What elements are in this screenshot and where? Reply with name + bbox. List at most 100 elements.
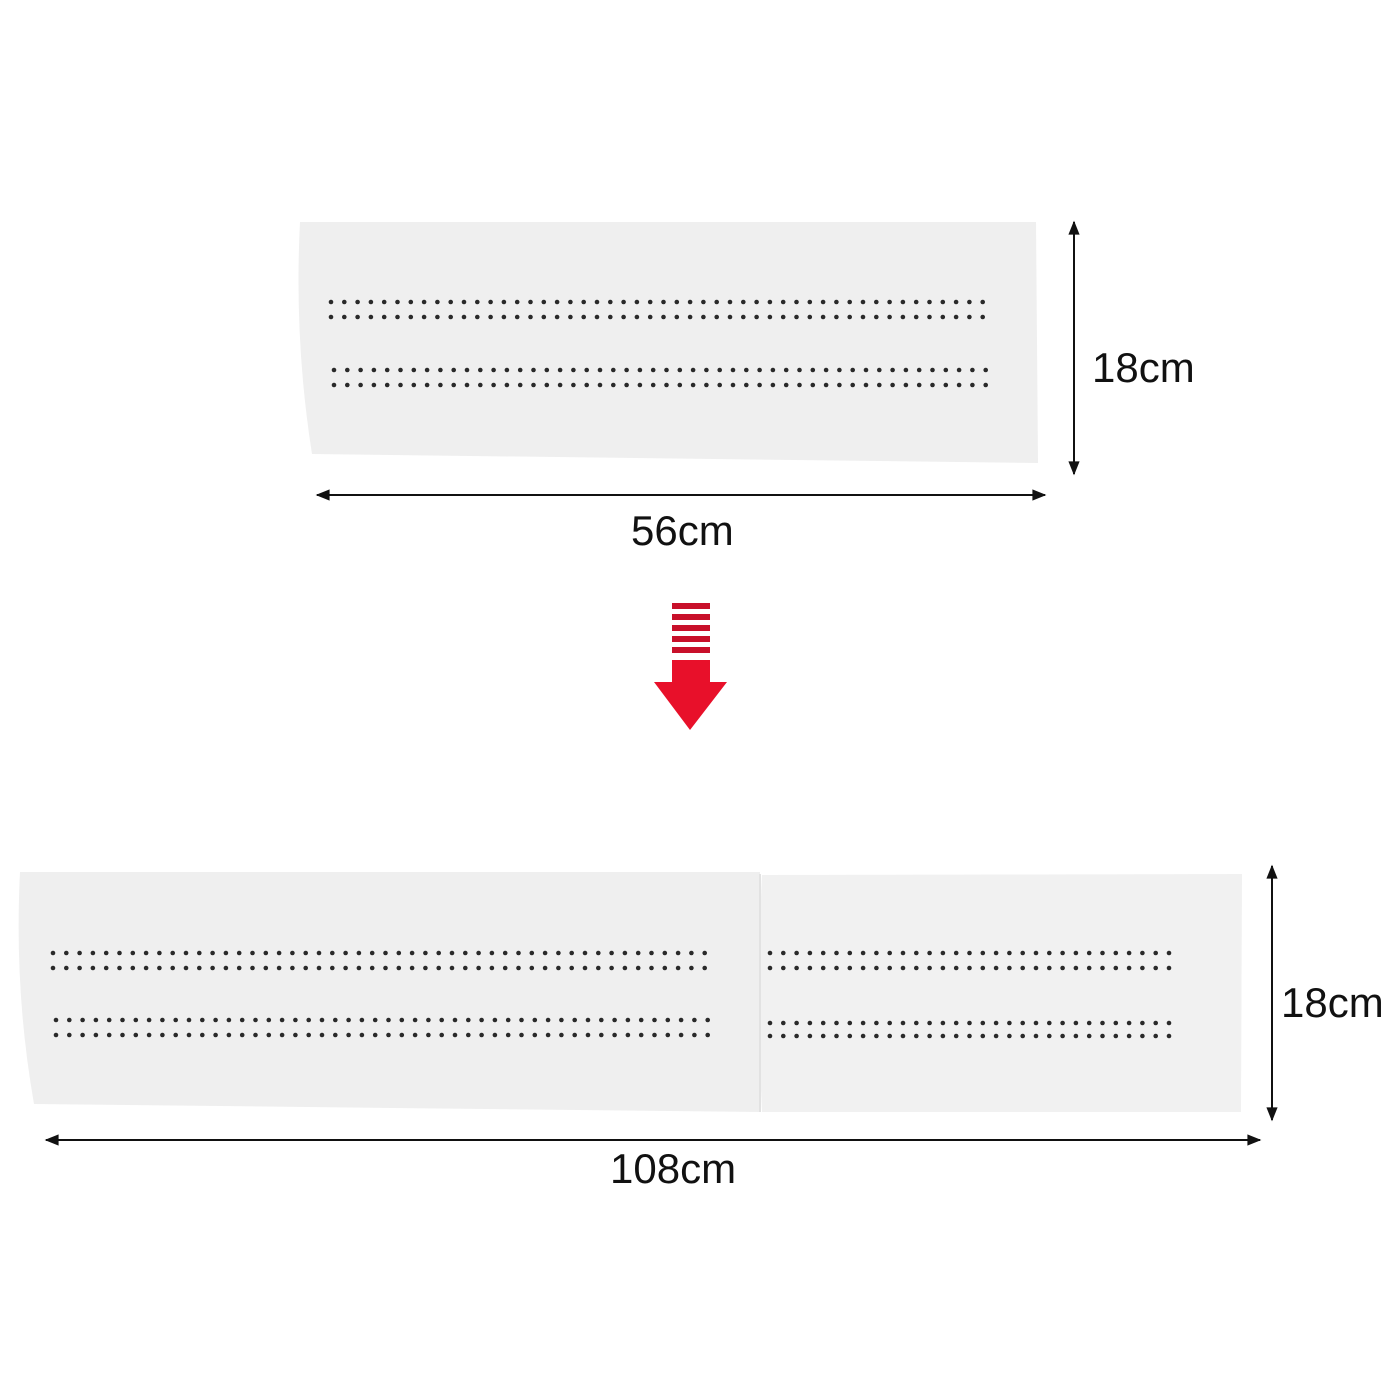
vent-hole	[652, 1032, 657, 1038]
vent-hole	[504, 367, 510, 373]
vent-hole	[517, 382, 523, 388]
vent-hole	[93, 1032, 99, 1038]
vent-hole	[794, 950, 799, 956]
vent-hole	[514, 314, 520, 320]
vent-hole	[1113, 1020, 1119, 1026]
vent-hole	[624, 367, 629, 373]
vent-hole	[625, 1032, 631, 1038]
vent-hole	[687, 299, 693, 305]
vent-hole	[650, 367, 656, 373]
vent-hole	[571, 367, 576, 373]
vent-hole	[1140, 1020, 1145, 1026]
vent-hole	[359, 1032, 365, 1038]
vent-hole	[807, 965, 813, 971]
vent-hole	[504, 382, 510, 388]
vent-hole	[160, 1032, 165, 1038]
vent-hole	[834, 314, 839, 320]
vent-hole	[316, 965, 322, 971]
vent-hole	[1060, 1020, 1065, 1026]
vent-hole	[236, 965, 242, 971]
vent-hole	[887, 299, 892, 305]
vent-hole	[661, 299, 666, 305]
vent-hole	[850, 367, 855, 373]
vent-hole	[475, 299, 480, 305]
vent-hole	[847, 1033, 853, 1039]
vent-hole	[369, 950, 375, 956]
vent-hole	[967, 1020, 972, 1026]
vent-hole	[647, 314, 653, 320]
vent-hole	[449, 950, 455, 956]
vent-hole	[516, 950, 521, 956]
vent-hole	[900, 1020, 906, 1026]
vent-hole	[584, 367, 589, 373]
vent-hole	[359, 1017, 365, 1023]
vent-hole	[479, 1032, 484, 1038]
vent-hole	[226, 1032, 232, 1038]
vent-hole	[395, 299, 400, 305]
vent-hole	[900, 965, 906, 971]
vent-hole	[980, 965, 986, 971]
vent-hole	[290, 965, 295, 971]
vent-hole	[702, 950, 707, 956]
vent-hole	[914, 950, 919, 956]
vent-hole	[478, 382, 483, 388]
vent-hole	[599, 1017, 604, 1023]
bottom-vent-holes	[50, 950, 1172, 1039]
vent-hole	[572, 1017, 577, 1023]
vent-hole	[266, 1032, 272, 1038]
vent-hole	[77, 950, 82, 956]
vent-hole	[927, 965, 932, 971]
vent-hole	[106, 1017, 112, 1023]
vent-hole	[689, 965, 694, 971]
vent-hole	[807, 314, 813, 320]
vent-hole	[528, 299, 533, 305]
vent-hole	[847, 299, 852, 305]
vent-hole	[223, 950, 229, 956]
vent-hole	[186, 1017, 192, 1023]
vent-hole	[596, 965, 601, 971]
vent-hole	[426, 1017, 431, 1023]
vent-hole	[491, 367, 496, 373]
vent-hole	[368, 314, 374, 320]
vent-hole	[386, 1017, 391, 1023]
vent-hole	[516, 965, 521, 971]
vent-hole	[612, 1017, 617, 1023]
vent-hole	[1020, 950, 1025, 956]
vent-hole	[253, 1017, 258, 1023]
vent-hole	[611, 367, 616, 373]
vent-hole	[781, 965, 786, 971]
vent-hole	[395, 314, 400, 320]
vent-hole	[492, 1032, 498, 1038]
vent-hole	[665, 1032, 671, 1038]
vent-hole	[1020, 1033, 1025, 1039]
vent-hole	[702, 965, 707, 971]
vent-hole	[730, 367, 736, 373]
vent-hole	[502, 965, 508, 971]
vent-hole	[687, 314, 693, 320]
vent-hole	[1140, 950, 1145, 956]
vent-hole	[834, 1020, 839, 1026]
vent-hole	[386, 1032, 391, 1038]
vent-hole	[77, 965, 82, 971]
vent-hole	[279, 1017, 285, 1023]
vent-hole	[874, 1033, 879, 1039]
vent-hole	[333, 1017, 338, 1023]
vent-hole	[133, 1032, 139, 1038]
vent-hole	[531, 382, 536, 388]
vent-hole	[213, 1017, 218, 1023]
vent-hole	[438, 367, 443, 373]
vent-hole	[120, 1032, 125, 1038]
vent-hole	[634, 299, 640, 305]
vent-hole	[571, 382, 576, 388]
vent-hole	[584, 382, 589, 388]
vent-hole	[90, 950, 96, 956]
vent-hole	[50, 965, 56, 971]
vent-hole	[943, 367, 949, 373]
vent-hole	[276, 950, 282, 956]
vent-hole	[157, 965, 162, 971]
vent-hole	[874, 299, 879, 305]
vent-hole	[767, 1033, 773, 1039]
vent-hole	[714, 299, 719, 305]
vent-hole	[582, 950, 588, 956]
vent-hole	[794, 299, 799, 305]
